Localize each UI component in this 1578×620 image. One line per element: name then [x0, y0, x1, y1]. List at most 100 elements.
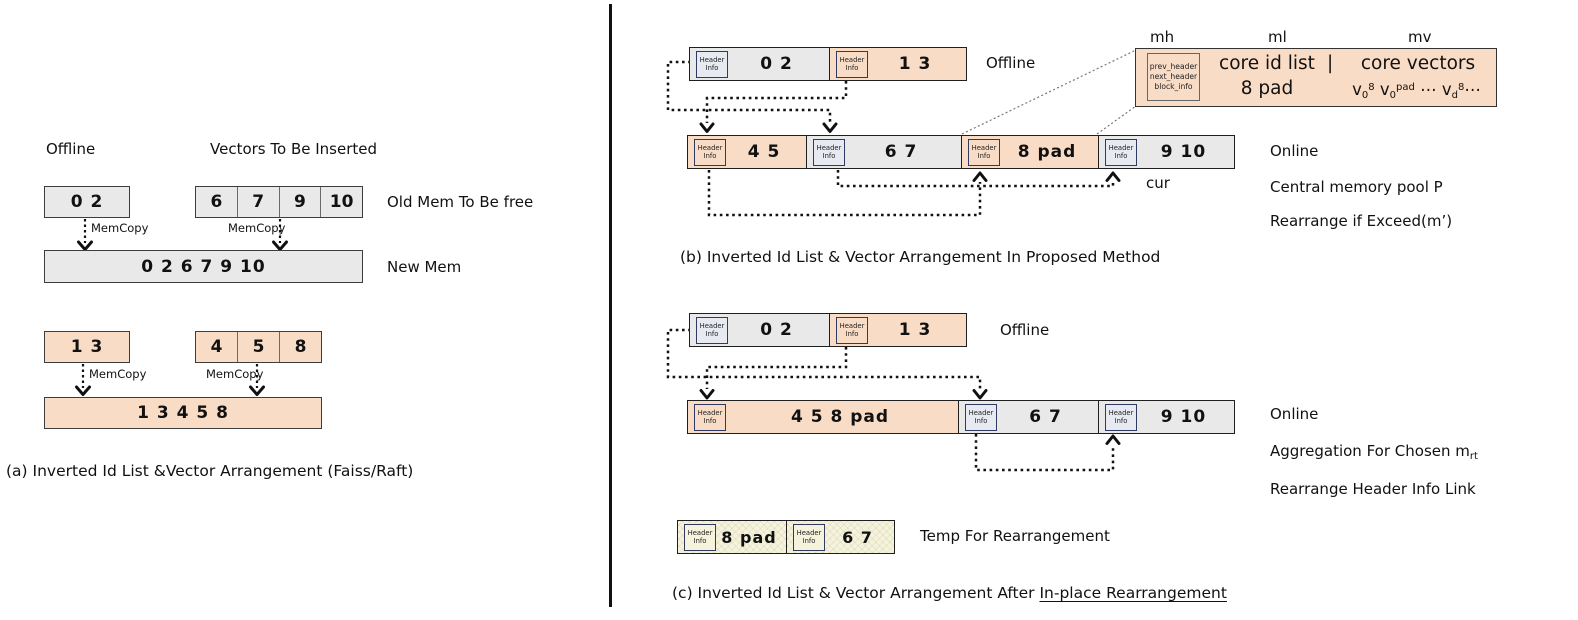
arrowhead-down: [75, 385, 91, 396]
memcopy-label: MemCopy: [91, 221, 149, 235]
header-info-line1: Header: [971, 143, 997, 152]
panel-c-pool-row: Header Info 4 5 8 pad Header Info 6 7 He…: [687, 400, 1235, 434]
vec-ellipsis: ⋯: [1420, 80, 1437, 99]
pipe-divider: |: [1327, 53, 1334, 74]
header-info-line2: Info: [703, 417, 717, 425]
panel-divider: [609, 4, 612, 607]
cur-label: cur: [1146, 174, 1170, 192]
vec-base: v: [1379, 80, 1390, 99]
header-info-line2: Info: [845, 330, 859, 338]
header-info-box: Header Info: [813, 138, 845, 166]
panel-c-caption: (c) Inverted Id List & Vector Arrangemen…: [672, 584, 1227, 602]
field-block-info: block_info: [1154, 82, 1193, 92]
arrowhead-down: [699, 122, 715, 133]
ml-label: ml: [1268, 28, 1287, 46]
pad-line-label: 8 pad: [1240, 78, 1294, 99]
panel-c-rearrange-label: Rearrange Header Info Link: [1270, 480, 1476, 498]
header-info-line1: Header: [839, 55, 865, 64]
mem-cell: 9: [278, 187, 321, 217]
panel-b-offline-row: Header Info 0 2 Header Info 1 3: [689, 47, 967, 81]
memcopy-label: MemCopy: [89, 367, 147, 381]
header-info-line1: Header: [697, 408, 723, 417]
block-value: 1 3: [898, 54, 932, 74]
header-info-box: Header Info: [793, 523, 825, 551]
mem-cell: 4: [210, 337, 223, 357]
panel-a-vectors-label: Vectors To Be Inserted: [210, 140, 377, 158]
block-value: 8 pad: [1017, 142, 1077, 162]
panel-c-online-label: Online: [1270, 405, 1319, 423]
block-910: Header Info 9 10: [1098, 136, 1234, 168]
merged-box: 1 3 4 5 8: [44, 397, 322, 429]
panel-b-pool-label: Central memory pool P: [1270, 178, 1443, 196]
block-value: 4 5 8 pad: [790, 407, 890, 427]
header-info-line2: Info: [845, 64, 859, 72]
header-info-line2: Info: [693, 537, 707, 545]
header-info-line1: Header: [968, 408, 994, 417]
panel-c-offline-label: Offline: [1000, 321, 1050, 339]
link-c-67-to-910: [974, 434, 1115, 472]
arrowhead-down: [272, 240, 288, 251]
header-info-box: Header Info: [684, 523, 716, 551]
field-prev-header: prev_header: [1149, 61, 1198, 71]
block-67: Header Info 6 7: [806, 136, 961, 168]
vec-sub: 0: [1389, 90, 1397, 101]
block-value: 0 2: [760, 54, 793, 74]
panel-b-rearrange-label: Rearrange if Exceed(m’): [1270, 212, 1453, 230]
panel-c-temp-row: Header Info 8 pad Header Info 6 7: [677, 520, 895, 554]
block-02: Header Info 0 2: [690, 314, 829, 346]
new-mem-label: New Mem: [387, 258, 462, 276]
arrowhead-down: [699, 389, 715, 400]
mem-cell: 10: [320, 187, 362, 217]
header-info-line2: Info: [977, 152, 991, 160]
panel-c-caption-underlined: In-place Rearrangement: [1039, 584, 1227, 602]
arrowhead-down: [77, 240, 93, 251]
block-value: 6 7: [1029, 407, 1062, 427]
panel-c-caption-prefix: (c) Inverted Id List & Vector Arrangemen…: [672, 584, 1040, 602]
temp-block-8pad: Header Info 8 pad: [678, 521, 786, 553]
header-info-box: Header Info: [1105, 138, 1137, 166]
vec-sup: 8: [1457, 82, 1465, 93]
header-info-box: Header Info: [836, 316, 868, 344]
header-info-line1: Header: [1108, 143, 1134, 152]
header-info-line2: Info: [1114, 417, 1128, 425]
header-info-line2: Info: [802, 537, 816, 545]
block-45: Header Info 4 5: [688, 136, 806, 168]
header-info-line2: Info: [705, 330, 719, 338]
header-info-line2: Info: [705, 64, 719, 72]
mv-label: mv: [1408, 28, 1432, 46]
header-fields-box: prev_header next_header block_info: [1147, 53, 1200, 101]
header-info-box: Header Info: [694, 403, 726, 431]
block-67: Header Info 6 7: [958, 401, 1098, 433]
arrowhead-up: [1105, 171, 1121, 182]
vec-sup: pad: [1396, 82, 1415, 93]
arrowhead-down: [249, 385, 265, 396]
panel-b-offline-label: Offline: [986, 54, 1036, 72]
arrowhead-down: [822, 122, 838, 133]
vec-base: v: [1352, 80, 1362, 99]
header-info-box: Header Info: [1105, 403, 1137, 431]
header-info-box: Header Info: [968, 138, 1000, 166]
header-info-line1: Header: [687, 528, 713, 537]
header-info-line1: Header: [839, 321, 865, 330]
block-detail-box: prev_header next_header block_info core …: [1135, 48, 1497, 107]
mh-label: mh: [1150, 28, 1175, 46]
header-info-box: Header Info: [696, 50, 728, 78]
header-info-box: Header Info: [965, 403, 997, 431]
aggregation-base: Aggregation For Chosen m: [1270, 442, 1470, 460]
link-b-67-to-910: [836, 170, 1115, 188]
old-mem-box-02: 0 2: [44, 186, 130, 218]
block-910: Header Info 9 10: [1098, 401, 1234, 433]
vec-sub: d: [1451, 90, 1458, 101]
header-info-box: Header Info: [694, 138, 726, 166]
old-mem-cells-box: 6 7 9 10: [195, 186, 363, 218]
header-info-line2: Info: [974, 417, 988, 425]
panel-b-online-label: Online: [1270, 142, 1319, 160]
header-info-line1: Header: [697, 143, 723, 152]
link-b-13-to-45: [705, 81, 848, 123]
header-info-line1: Header: [699, 321, 725, 330]
vec-sup: 8: [1368, 82, 1375, 93]
header-info-line1: Header: [699, 55, 725, 64]
block-value: 1 3: [898, 320, 932, 340]
temp-label: Temp For Rearrangement: [920, 527, 1110, 545]
insert-cells-box: 4 5 8: [195, 331, 322, 363]
